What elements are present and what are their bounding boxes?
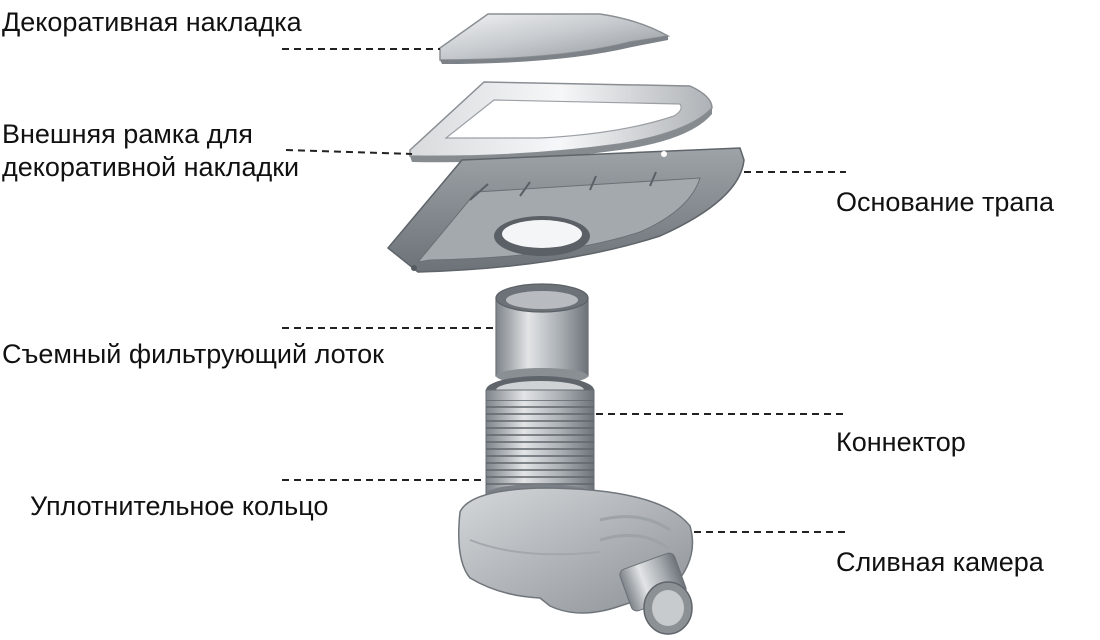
connector bbox=[485, 376, 595, 504]
leader-frame bbox=[285, 149, 413, 155]
drain-base bbox=[386, 147, 745, 273]
filter-tray bbox=[495, 283, 589, 384]
drain-chamber bbox=[458, 487, 694, 635]
label-decorative-cover: Декоративная накладка bbox=[2, 7, 302, 37]
decorative-cover bbox=[439, 13, 671, 64]
label-outer-frame-line1: Внешняя рамка для bbox=[2, 119, 253, 149]
label-outer-frame-line2: декоративной накладки bbox=[2, 152, 300, 182]
label-drain-chamber: Сливная камера bbox=[836, 547, 1044, 577]
outer-frame bbox=[409, 81, 713, 163]
leader-lines bbox=[282, 48, 846, 533]
label-seal-ring: Уплотнительное кольцо bbox=[30, 491, 329, 521]
label-connector: Коннектор bbox=[836, 427, 966, 457]
label-outer-frame: Внешняя рамка для декоративной накладки bbox=[2, 118, 299, 184]
label-filter-tray: Съемный фильтрующий лоток bbox=[2, 339, 384, 369]
label-drain-base: Основание трапа bbox=[836, 187, 1055, 217]
